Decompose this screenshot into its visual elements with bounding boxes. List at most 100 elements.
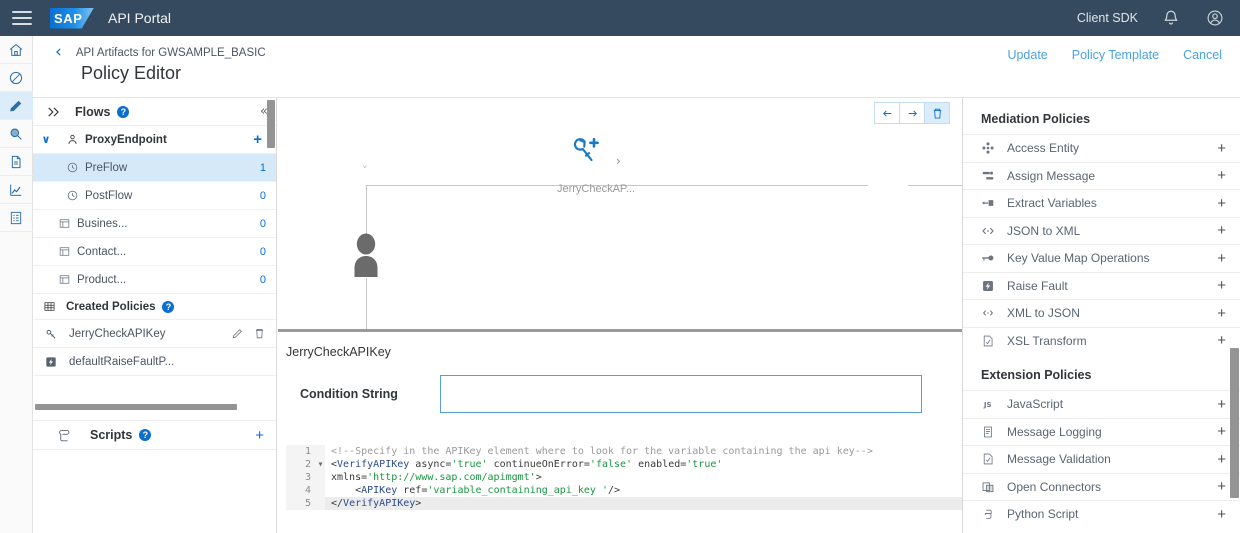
code-line-active[interactable]: 5 </VerifyAPIKey> xyxy=(286,497,962,510)
code-line[interactable]: 2 ▾ <VerifyAPIKey async='true' continueO… xyxy=(286,458,962,471)
breadcrumb-label[interactable]: API Artifacts for GWSAMPLE_BASIC xyxy=(75,46,266,59)
arrow-right-icon[interactable] xyxy=(899,102,925,124)
policy-item-extract-variables[interactable]: Extract Variables + xyxy=(963,189,1240,217)
delete-policy-icon[interactable] xyxy=(248,327,270,340)
edit-policy-icon[interactable] xyxy=(226,327,248,340)
policy-node-chevron: › xyxy=(616,154,621,168)
created-policy-defaultraisefault[interactable]: defaultRaiseFaultP... xyxy=(33,348,276,376)
bell-icon[interactable] xyxy=(1160,7,1182,29)
code-token-tag: VerifyAPIKey xyxy=(343,498,416,509)
code-fold-toggle[interactable] xyxy=(316,484,325,497)
policy-item-python-script[interactable]: Python Script + xyxy=(963,500,1240,528)
collapse-panel-button[interactable]: « xyxy=(260,104,268,119)
back-button[interactable]: ‹ xyxy=(55,42,62,62)
chevron-down-icon[interactable]: ∨ xyxy=(41,133,51,146)
add-policy-button[interactable]: + xyxy=(1217,194,1226,212)
code-fold-toggle[interactable] xyxy=(316,445,325,458)
xml-code-editor[interactable]: 1 <!--Specify in the APIKey element wher… xyxy=(286,445,962,533)
client-sdk-link[interactable]: Client SDK xyxy=(1076,11,1138,25)
code-fold-toggle[interactable] xyxy=(316,471,325,484)
add-policy-button[interactable]: + xyxy=(1217,277,1226,295)
add-policy-button[interactable]: + xyxy=(1217,304,1226,322)
policy-item-raise-fault[interactable]: Raise Fault + xyxy=(963,271,1240,300)
fast-forward-icon xyxy=(47,106,63,118)
analytics-chart-icon[interactable] xyxy=(0,176,33,204)
arrow-left-icon[interactable] xyxy=(874,102,900,124)
sidebar-item-preflow[interactable]: PreFlow 1 xyxy=(33,154,276,182)
policy-item-message-validation[interactable]: Message Validation + xyxy=(963,445,1240,473)
circle-slash-icon[interactable] xyxy=(0,64,33,92)
code-fold-toggle[interactable]: ▾ xyxy=(316,458,325,471)
editor-policy-name: JerryCheckAPIKey xyxy=(286,345,391,359)
update-button[interactable]: Update xyxy=(1007,48,1048,62)
scripts-label: Scripts xyxy=(90,428,133,442)
user-avatar-icon[interactable] xyxy=(1204,7,1226,29)
policies-palette-scrollbar[interactable] xyxy=(1230,348,1239,498)
svg-text:JS: JS xyxy=(983,401,992,409)
flow-line-left-bottom xyxy=(366,278,367,329)
policy-item-json-to-xml[interactable]: JSON to XML + xyxy=(963,216,1240,245)
sidebar-item-label: Product... xyxy=(77,273,127,286)
code-line[interactable]: 1 <!--Specify in the APIKey element wher… xyxy=(286,445,962,458)
flow-canvas[interactable]: ˅ ˅ ˅ ˅ › JerryCheckAP... xyxy=(278,98,962,332)
resource-icon xyxy=(51,273,77,286)
cancel-button[interactable]: Cancel xyxy=(1183,48,1222,62)
wrench-plus-icon[interactable] xyxy=(571,136,605,171)
app-title: API Portal xyxy=(108,10,172,26)
report-list-icon[interactable] xyxy=(0,204,33,232)
policy-template-button[interactable]: Policy Template xyxy=(1071,48,1160,62)
sidebar-item-label: Contact... xyxy=(77,245,127,258)
sidebar-item-business[interactable]: Busines... 0 xyxy=(33,210,276,238)
condition-string-input[interactable] xyxy=(440,375,922,413)
add-policy-button[interactable]: + xyxy=(1217,249,1226,267)
policy-item-label: XML to JSON xyxy=(1007,306,1080,321)
flows-vscrollbar[interactable] xyxy=(267,100,275,148)
sidebar-item-postflow[interactable]: PostFlow 0 xyxy=(33,182,276,210)
policy-item-xml-to-json[interactable]: XML to JSON + xyxy=(963,299,1240,327)
pencil-icon[interactable] xyxy=(0,92,33,120)
scripts-section[interactable]: Scripts ? + xyxy=(33,420,276,450)
add-policy-button[interactable]: + xyxy=(1217,167,1226,185)
add-policy-button[interactable]: + xyxy=(1217,450,1226,468)
policy-item-label: Message Validation xyxy=(1007,452,1111,467)
code-line[interactable]: 4 <APIKey ref='variable_containing_api_k… xyxy=(286,484,962,497)
add-policy-button[interactable]: + xyxy=(1217,505,1226,523)
home-icon[interactable] xyxy=(0,36,33,64)
add-policy-button[interactable]: + xyxy=(1217,423,1226,441)
policy-item-xsl-transform[interactable]: XSL Transform + xyxy=(963,326,1240,355)
magnifier-cursor-icon[interactable] xyxy=(0,120,33,148)
shell-header: SAP API Portal Client SDK xyxy=(0,0,1240,36)
tree-group-proxyendpoint[interactable]: ∨ ProxyEndpoint + xyxy=(33,126,276,154)
code-fold-toggle[interactable] xyxy=(316,497,325,510)
add-script-button[interactable]: + xyxy=(255,426,264,444)
add-policy-button[interactable]: + xyxy=(1217,222,1226,240)
flows-hscrollbar[interactable] xyxy=(35,404,237,410)
document-icon[interactable] xyxy=(0,148,33,176)
trash-icon[interactable] xyxy=(924,102,950,124)
code-gutter-number: 4 xyxy=(286,484,316,497)
add-policy-button[interactable]: + xyxy=(1217,139,1226,157)
policy-item-assign-message[interactable]: Assign Message + xyxy=(963,161,1240,190)
flows-help-icon[interactable]: ? xyxy=(117,105,130,118)
postflow-clock-icon xyxy=(59,189,85,202)
sidebar-item-product[interactable]: Product... 0 xyxy=(33,266,276,294)
policy-item-javascript[interactable]: JS JavaScript + xyxy=(963,390,1240,418)
code-line[interactable]: 3 xmlns='http://www.sap.com/apimgmt'> xyxy=(286,471,962,484)
policy-item-key-value-map[interactable]: Key Value Map Operations + xyxy=(963,244,1240,272)
scripts-help-icon[interactable]: ? xyxy=(139,429,152,441)
policy-node-label: JerryCheckAP... xyxy=(556,183,636,195)
hamburger-icon[interactable] xyxy=(12,11,32,25)
policies-palette: Mediation Policies Access Entity + xyxy=(962,98,1240,533)
created-policies-help-icon[interactable]: ? xyxy=(162,300,175,313)
sidebar-item-contact[interactable]: Contact... 0 xyxy=(33,238,276,266)
add-policy-button[interactable]: + xyxy=(1217,478,1226,496)
sidebar-item-label: PostFlow xyxy=(85,189,133,202)
created-policy-jerrycheckapikey[interactable]: JerryCheckAPIKey xyxy=(33,320,276,348)
policy-item-open-connectors[interactable]: Open Connectors + xyxy=(963,472,1240,501)
add-policy-button[interactable]: + xyxy=(1217,332,1226,350)
policy-item-access-entity[interactable]: Access Entity + xyxy=(963,134,1240,162)
add-policy-button[interactable]: + xyxy=(1217,395,1226,413)
policy-item-message-logging[interactable]: Message Logging + xyxy=(963,417,1240,446)
sidebar-item-label: Busines... xyxy=(77,217,128,230)
add-flow-button[interactable]: + xyxy=(253,131,262,148)
